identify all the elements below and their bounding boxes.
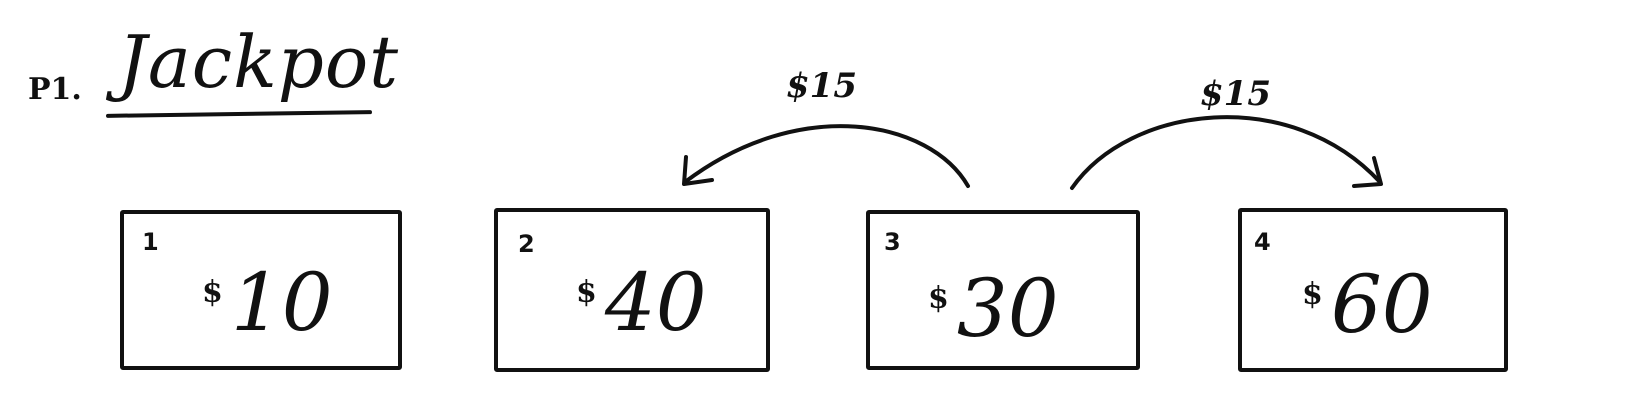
transfer-label-left: $15 xyxy=(786,66,857,106)
transfer-label-right: $15 xyxy=(1200,74,1271,114)
currency-symbol: $ xyxy=(576,275,597,310)
problem-title: Jackpot xyxy=(118,20,400,104)
arrowhead-right-icon xyxy=(1352,156,1383,188)
box-amount: $10 xyxy=(202,256,333,349)
transfer-arrow-3-to-4 xyxy=(1070,115,1382,190)
box-amount: $60 xyxy=(1302,258,1433,351)
box-number: 4 xyxy=(1254,228,1271,256)
transfer-arrow-3-to-2 xyxy=(683,124,970,188)
problem-number: P1. xyxy=(28,72,82,107)
box-number: 2 xyxy=(518,230,535,258)
currency-symbol: $ xyxy=(1302,277,1323,312)
box-number: 1 xyxy=(142,228,159,256)
box-2: 2 $40 xyxy=(494,208,770,372)
box-4: 4 $60 xyxy=(1238,208,1508,372)
currency-symbol: $ xyxy=(202,275,223,310)
amount-value: 30 xyxy=(956,262,1059,355)
box-3: 3 $30 xyxy=(866,210,1140,370)
currency-symbol: $ xyxy=(928,281,949,316)
amount-value: 40 xyxy=(604,256,707,349)
box-amount: $40 xyxy=(576,256,707,349)
box-1: 1 $10 xyxy=(120,210,402,370)
amount-value: 60 xyxy=(1330,258,1433,351)
amount-value: 10 xyxy=(230,256,333,349)
box-number: 3 xyxy=(884,228,901,256)
box-amount: $30 xyxy=(928,262,1059,355)
arrowhead-left-icon xyxy=(682,155,714,186)
